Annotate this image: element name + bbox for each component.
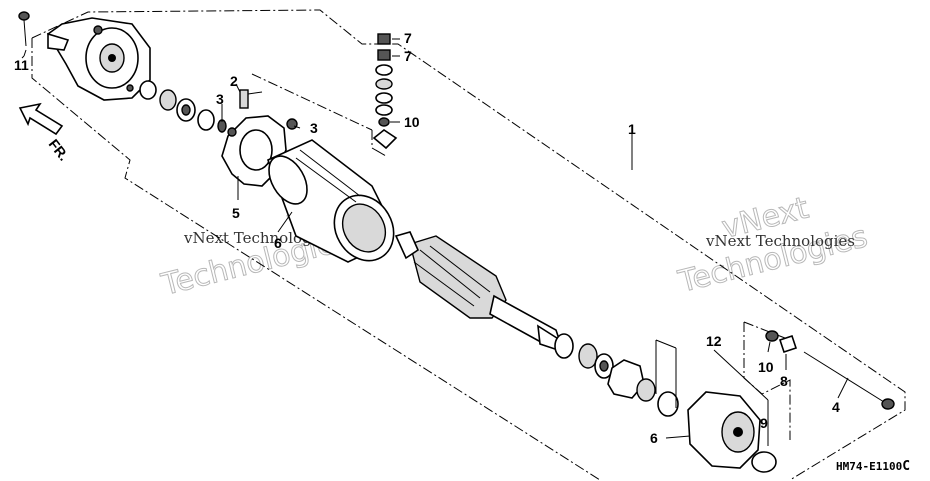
right-side-fasteners	[765, 330, 895, 410]
front-washers	[554, 333, 679, 417]
callout-10-top: 10	[404, 114, 420, 130]
diagram-code: HM74-E1100C	[836, 459, 910, 474]
callout-1: 1	[628, 121, 636, 137]
front-direction-marker: FR.	[18, 102, 72, 164]
leader-lines	[21, 38, 849, 446]
callout-6-yoke: 6	[274, 235, 282, 251]
svg-text:HM74-E1100C: HM74-E1100C	[836, 459, 910, 474]
front-cover	[687, 391, 777, 473]
terminal-nuts-and-washers	[372, 33, 398, 150]
front-arrow-icon	[18, 102, 64, 136]
callout-9: 9	[760, 415, 768, 431]
callout-6-cover: 6	[650, 430, 658, 446]
callout-3-left: 3	[216, 91, 224, 107]
callout-8: 8	[780, 373, 788, 389]
bolt-11	[18, 11, 30, 57]
callout-10-right: 10	[758, 359, 774, 375]
callout-7-upper: 7	[404, 30, 412, 46]
callout-3-right: 3	[310, 120, 318, 136]
callout-11: 11	[14, 57, 29, 73]
svg-text:vNext Technologies: vNext Technologies	[705, 232, 855, 250]
yoke-housing	[266, 139, 395, 263]
watermark-right: vNext Technologies vNext Technologies	[674, 190, 871, 300]
rear-bushing-and-washers	[139, 80, 227, 133]
callout-4: 4	[832, 399, 840, 415]
callout-7-lower: 7	[404, 48, 412, 64]
callout-5: 5	[232, 205, 240, 221]
rear-cover	[46, 17, 151, 101]
callout-2: 2	[230, 73, 238, 89]
callout-12: 12	[706, 333, 722, 349]
armature	[394, 231, 562, 352]
front-label: FR.	[46, 136, 72, 164]
callout-labels: 11 7 7 2 3 3 10 1 5 6 12 10 8 4 9 6	[14, 30, 840, 446]
